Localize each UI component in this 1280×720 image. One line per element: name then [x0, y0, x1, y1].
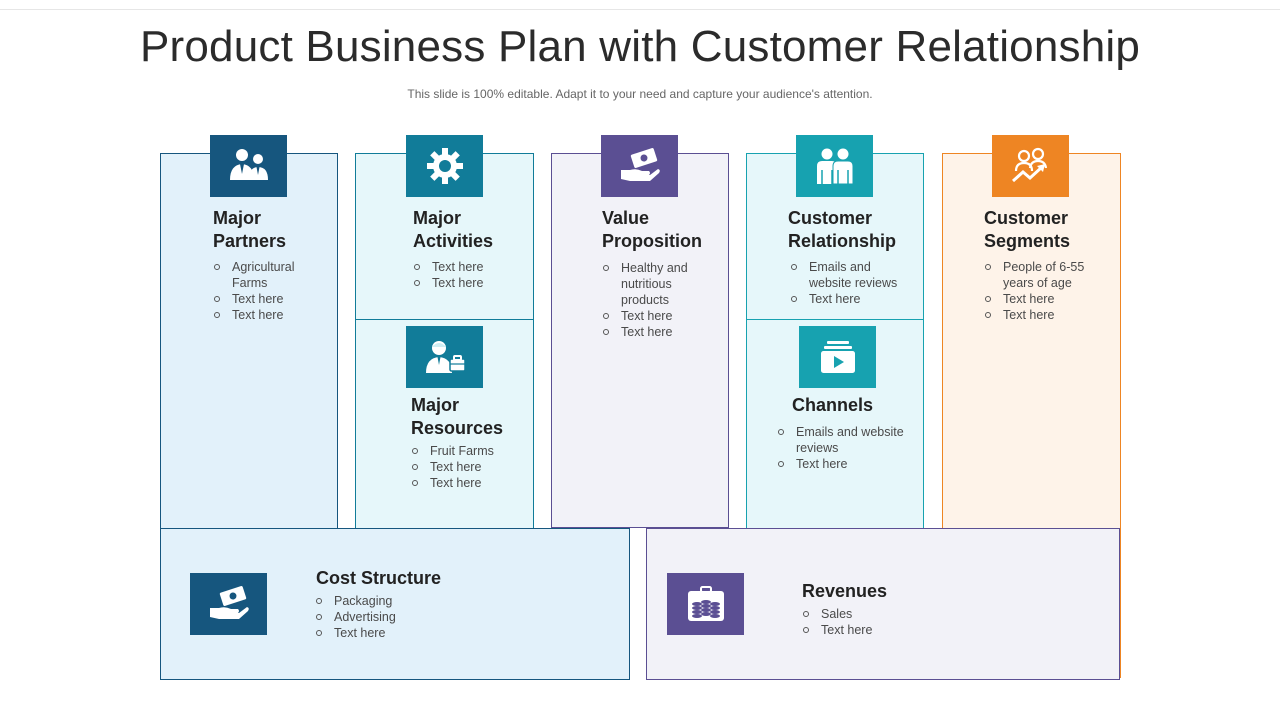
- major-partners-list: Agricultural Farms Text here Text here: [213, 259, 323, 323]
- money-hand-icon: [601, 135, 678, 197]
- list-item: Text here: [213, 307, 323, 323]
- briefcase-coins-icon: [667, 573, 744, 635]
- page-subtitle: This slide is 100% editable. Adapt it to…: [407, 87, 873, 101]
- list-item: Text here: [777, 456, 917, 472]
- major-activities-list: Text here Text here: [413, 259, 523, 291]
- channels-heading: Channels: [792, 395, 874, 415]
- video-play-icon: [799, 326, 876, 388]
- list-item: Healthy and nutritious products: [602, 260, 714, 308]
- list-item: Text here: [413, 259, 523, 275]
- top-divider: [0, 9, 1280, 10]
- list-item: Emails and website reviews: [777, 424, 917, 456]
- list-item: Emails and website reviews: [790, 259, 915, 291]
- page-title: Product Business Plan with Customer Rela…: [139, 22, 1141, 71]
- list-item: Text here: [602, 324, 714, 340]
- list-item: Advertising: [315, 609, 465, 625]
- channels-list: Emails and website reviews Text here: [777, 424, 917, 472]
- list-item: Text here: [411, 459, 526, 475]
- list-item: Text here: [413, 275, 523, 291]
- two-people-icon: [796, 135, 873, 197]
- revenues-list: Sales Text here: [802, 606, 952, 638]
- list-item: Fruit Farms: [411, 443, 526, 459]
- list-item: Text here: [315, 625, 465, 641]
- list-item: Text here: [802, 622, 952, 638]
- customer-relationship-list: Emails and website reviews Text here: [790, 259, 915, 307]
- cash-hand-icon: [190, 573, 267, 635]
- list-item: Text here: [602, 308, 714, 324]
- gear-icon: [406, 135, 483, 197]
- people-growth-icon: [992, 135, 1069, 197]
- major-partners-box: [160, 153, 338, 529]
- customer-segments-list: People of 6-55 years of age Text here Te…: [984, 259, 1104, 323]
- list-item: Sales: [802, 606, 952, 622]
- list-item: Agricultural Farms: [213, 259, 323, 291]
- major-resources-list: Fruit Farms Text here Text here: [411, 443, 526, 491]
- cost-structure-heading: Cost Structure: [316, 568, 442, 588]
- list-item: Text here: [790, 291, 915, 307]
- list-item: Text here: [411, 475, 526, 491]
- list-item: Text here: [984, 307, 1104, 323]
- list-item: People of 6-55 years of age: [984, 259, 1104, 291]
- person-briefcase-icon: [406, 326, 483, 388]
- list-item: Packaging: [315, 593, 465, 609]
- value-proposition-list: Healthy and nutritious products Text her…: [602, 260, 714, 340]
- business-partners-icon: [210, 135, 287, 197]
- list-item: Text here: [984, 291, 1104, 307]
- list-item: Text here: [213, 291, 323, 307]
- revenues-heading: Revenues: [802, 581, 888, 601]
- cost-structure-list: Packaging Advertising Text here: [315, 593, 465, 641]
